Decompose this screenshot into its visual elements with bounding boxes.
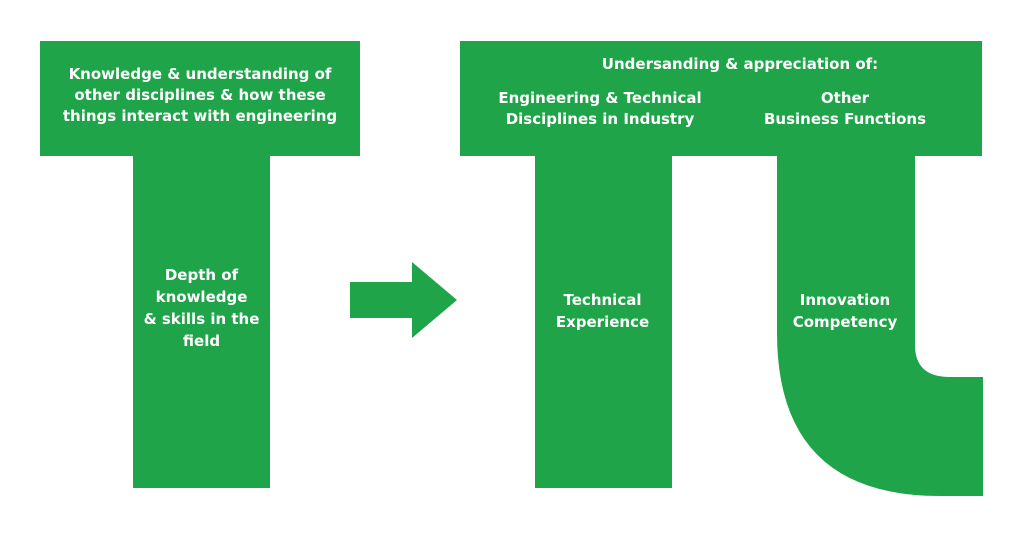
t-crossbar [40,41,360,156]
pi-left-leg [535,150,672,488]
pi-right-leg [777,150,983,496]
pi-right-column-label: Other Business Functions [763,89,927,128]
pi-left-column-label: Engineering & Technical Disciplines in I… [498,89,702,128]
t-stem-label: Depth of knowledge & skills in the field [143,266,260,350]
t-crossbar-label: Knowledge & understanding of other disci… [62,65,338,125]
t-stem [133,150,270,488]
pi-crossbar [460,41,982,156]
pi-right-leg-label: Innovation Competency [792,291,898,331]
pi-header-label: Undersanding & appreciation of: [601,55,879,73]
t-shape [40,41,360,488]
pi-left-leg-label: Technical Experience [555,291,650,331]
arrow-right-icon [350,262,457,338]
pi-shape [460,41,983,496]
